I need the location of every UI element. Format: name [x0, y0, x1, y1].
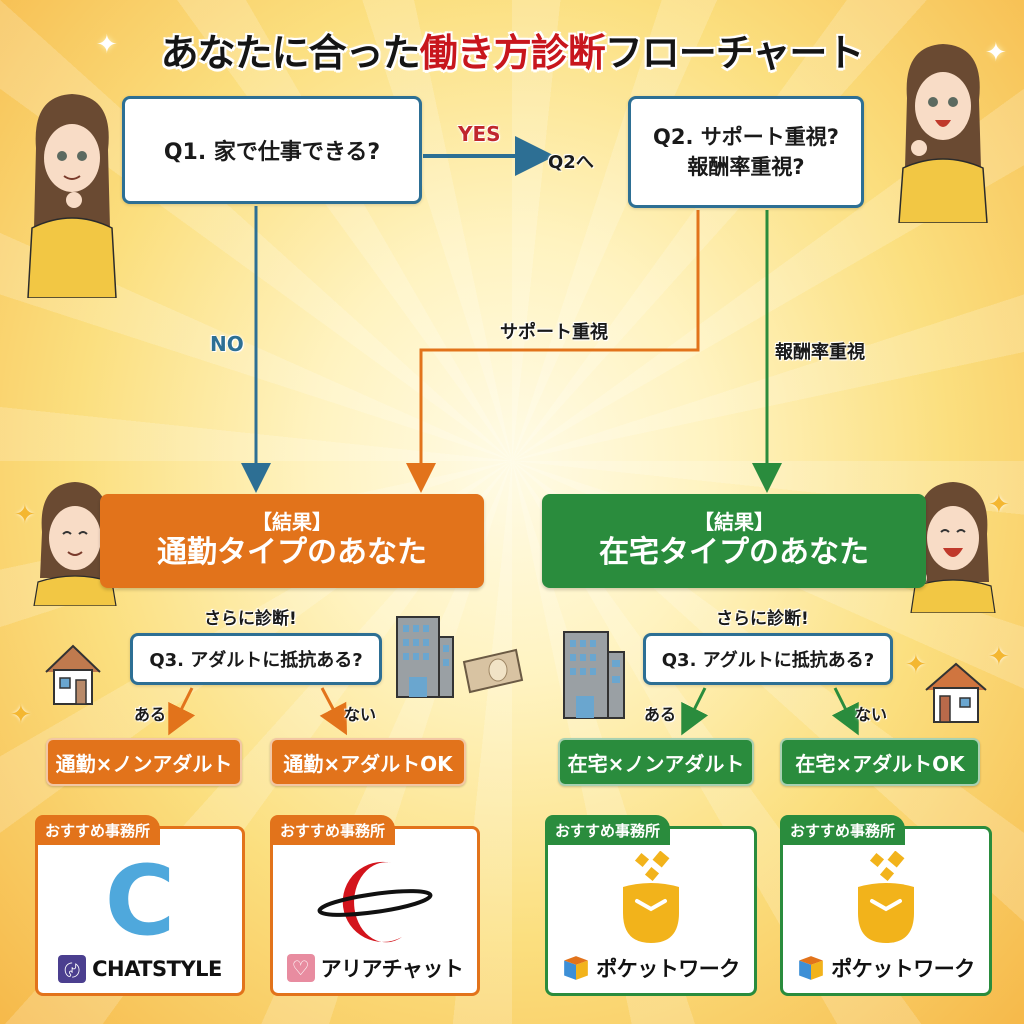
woman-happy-illustration	[898, 44, 988, 223]
aria-heart-badge-icon: ♡	[286, 954, 315, 982]
woman-smiling-illustration	[33, 482, 117, 606]
chatstyle-c-logo: C	[104, 845, 176, 957]
question-q3-commute-box: Q3. アダルトに抵抗ある?	[130, 633, 382, 685]
outcome-home-adult-ok: 在宅×アダルトOK	[780, 738, 980, 786]
office-building-icon	[563, 631, 625, 719]
aria-chat-planet-logo	[273, 851, 477, 951]
further-diagnosis-label: さらに診断!	[204, 609, 297, 629]
answer-no-label: ない	[855, 705, 888, 724]
banknote-icon	[462, 648, 524, 694]
recommend-tag: おすすめ事務所	[35, 815, 161, 845]
pocketwork-pouch-logo	[548, 851, 754, 951]
page-title: あなたに合った働き方診断フローチャート	[160, 31, 865, 75]
outcome-home-non-adult: 在宅×ノンアダルト	[558, 738, 754, 786]
question-q3-home-box: Q3. アグルトに抵抗ある?	[643, 633, 893, 685]
yes-label: YES	[458, 122, 501, 146]
brand-name: ポケットワーク	[831, 957, 975, 981]
chatstyle-badge-icon: 〄	[58, 955, 87, 983]
question-q1-box: Q1. 家で仕事できる?	[122, 96, 422, 204]
answer-yes-label: ある	[134, 705, 167, 724]
woman-thinking-illustration	[27, 94, 117, 298]
no-label: NO	[210, 332, 244, 356]
pocketwork-pouch-logo	[783, 851, 989, 951]
answer-yes-label: ある	[644, 705, 677, 724]
office-building-icon	[396, 616, 454, 698]
to-q2-label: Q2へ	[548, 152, 594, 173]
outcome-commute-non-adult: 通勤×ノンアダルト	[46, 738, 242, 786]
brand-name: アリアチャット	[320, 957, 464, 981]
recommend-card-chatstyle[interactable]: おすすめ事務所 C 〄 CHATSTYLE	[35, 815, 245, 996]
sparkle-icon: ✦	[985, 38, 1007, 68]
recommend-tag: おすすめ事務所	[780, 815, 906, 845]
reward-branch-label: 報酬率重視	[775, 342, 865, 363]
answer-no-label: ない	[344, 705, 377, 724]
outcome-commute-adult-ok: 通勤×アダルトOK	[270, 738, 466, 786]
sparkle-icon: ✦	[10, 700, 32, 730]
house-icon	[45, 644, 101, 705]
sparkle-icon: ✦	[14, 500, 36, 530]
support-branch-label: サポート重視	[500, 322, 608, 343]
recommend-tag: おすすめ事務所	[270, 815, 396, 845]
sparkle-icon: ✦	[988, 642, 1010, 672]
recommend-tag: おすすめ事務所	[545, 815, 671, 845]
recommend-card-pocketwork[interactable]: おすすめ事務所 ポケットワーク	[780, 815, 992, 996]
recommend-card-pocketwork[interactable]: おすすめ事務所 ポケットワーク	[545, 815, 757, 996]
pocketwork-box-icon	[564, 956, 589, 980]
recommend-card-aria-chat[interactable]: おすすめ事務所 ♡ アリアチャット	[270, 815, 480, 996]
brand-name: CHATSTYLE	[92, 957, 222, 981]
sparkle-icon: ✦	[988, 490, 1010, 520]
brand-name: ポケットワーク	[596, 957, 740, 981]
pocketwork-box-icon	[799, 956, 824, 980]
sparkle-icon: ✦	[905, 650, 927, 680]
result-home-banner: 【結果】 在宅タイプのあなた	[542, 494, 926, 588]
further-diagnosis-label: さらに診断!	[716, 609, 809, 629]
sparkle-icon: ✦	[96, 30, 118, 60]
question-q2-box: Q2. サポート重視? 報酬率重視?	[628, 96, 864, 208]
house-icon	[925, 662, 987, 723]
result-commute-banner: 【結果】 通勤タイプのあなた	[100, 494, 484, 588]
